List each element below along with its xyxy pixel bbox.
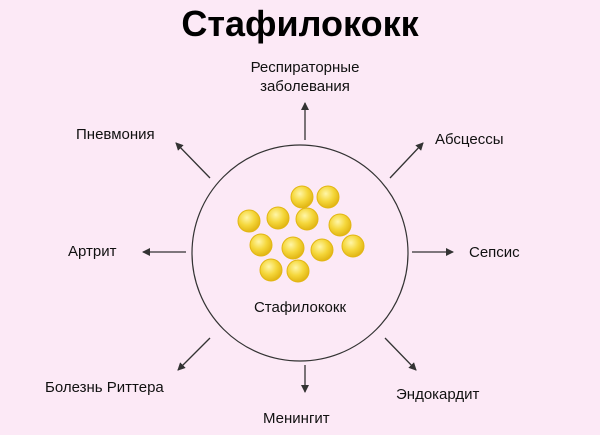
label-respiratory-line1: Респираторные <box>250 59 360 76</box>
label-respiratory-line2: заболевания <box>260 78 350 95</box>
coccus <box>341 234 365 258</box>
arrow-abscesses <box>389 142 424 179</box>
coccus <box>290 185 314 209</box>
label-sepsis: Сепсис <box>469 244 520 261</box>
label-arthritis: Артрит <box>68 243 117 260</box>
label-pneumonia: Пневмония <box>76 126 155 143</box>
label-meningitis: Менингит <box>263 410 330 427</box>
arrow-ritter <box>177 337 211 371</box>
coccus <box>281 236 305 260</box>
coccus <box>286 259 310 283</box>
coccus <box>310 238 334 262</box>
label-endocarditis: Эндокардит <box>396 386 480 403</box>
coccus <box>295 207 319 231</box>
arrow-pneumonia <box>175 142 211 179</box>
center-circle <box>191 144 409 362</box>
page-title: Стафилококк <box>181 3 419 44</box>
cocci-cluster <box>237 185 365 283</box>
coccus <box>237 209 261 233</box>
label-ritter: Болезнь Риттера <box>45 379 164 396</box>
coccus <box>266 206 290 230</box>
coccus <box>249 233 273 257</box>
arrows <box>142 102 454 393</box>
arrow-endocarditis <box>384 337 417 371</box>
coccus <box>316 185 340 209</box>
coccus <box>328 213 352 237</box>
coccus <box>259 258 283 282</box>
label-respiratory: Респираторные заболевания <box>200 58 410 96</box>
label-abscesses: Абсцессы <box>435 131 504 148</box>
center-label: Стафилококк <box>253 299 347 316</box>
